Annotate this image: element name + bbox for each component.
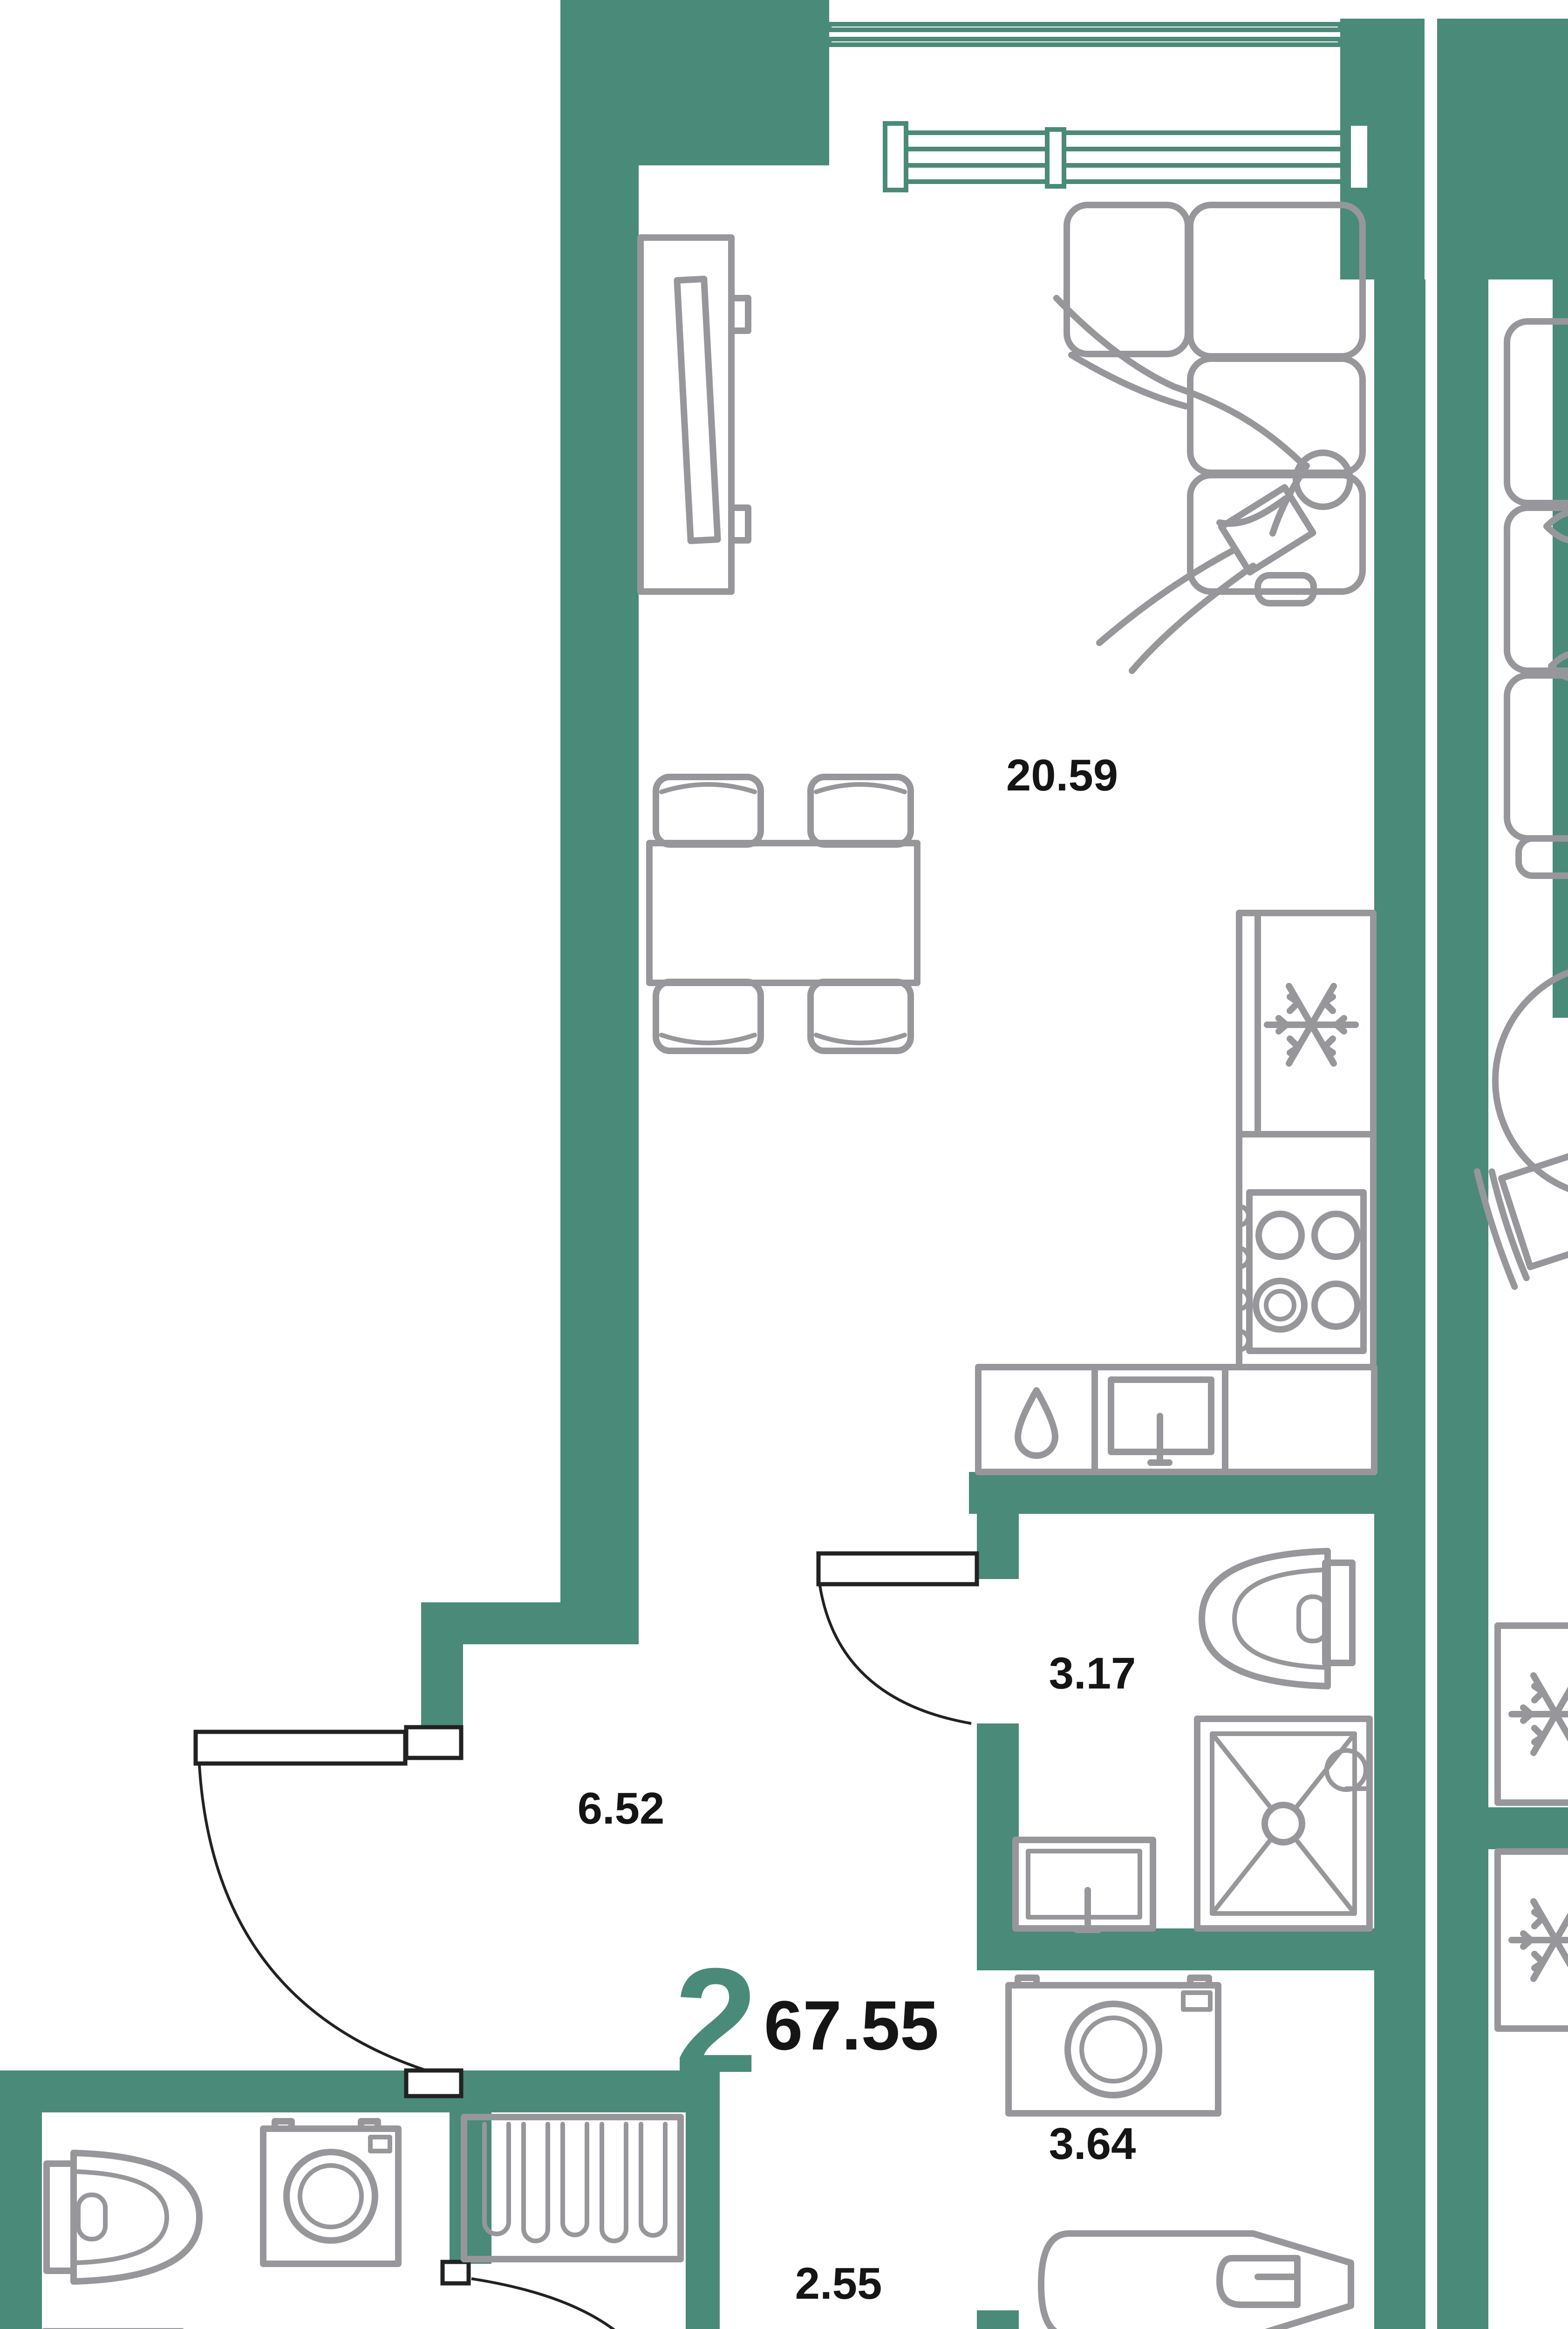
area-label-hallway: 6.52 [578,1784,665,1833]
washing-machine [1005,1975,1221,2117]
entrance-door [193,1725,464,2098]
kitchen-column [1236,910,1377,1370]
bathroom2-door [440,2260,615,2329]
wall-segments-neighbor [1437,279,1568,2329]
chair [807,979,914,1054]
shower [1194,1716,1373,1932]
dishwasher-drop-icon [1015,1387,1058,1459]
rooms-count-label: 2 [675,1937,757,2104]
tv-icon [674,275,721,545]
wall-segments-right [969,19,1568,2329]
total-area-label: 67.55 [764,1986,939,2064]
refrigerator [1236,910,1377,1137]
room-bathroom-2 [42,2118,402,2329]
washing-machine [260,2118,402,2267]
doors [193,1551,979,2329]
chair [653,774,764,848]
chair [807,774,914,848]
living-room-window [827,22,1372,192]
shower-head-icon [1324,1748,1368,1792]
book-icon [1218,484,1316,576]
bathroom-sink [1012,1837,1156,1933]
tv-console [637,234,751,595]
iron-icon [1216,2255,1301,2308]
dining-table [646,774,920,1054]
labels: 2 67.55 20.59 3.17 6.52 3.64 2.55 4.19 2… [578,750,1136,2309]
person-figure [1053,295,1353,674]
chair [653,979,764,1054]
kitchen-counter [975,1364,1377,1475]
windows [827,22,1568,1018]
toilet [43,2150,203,2285]
neighbor-refrigerator [1494,1848,1568,2032]
area-label-bathroom: 3.17 [1049,1648,1136,1698]
bathroom-door [816,1551,979,1725]
area-label-closet: 2.55 [795,2259,882,2309]
area-label-living-kitchen: 20.59 [1006,750,1118,800]
neighbor-apartment [1473,318,1568,2032]
room-living-kitchen [637,202,1377,1475]
toilet [1199,1548,1356,1689]
wall-segments-left [0,0,829,2329]
neighbor-sofa [1504,318,1568,879]
stove [1237,1189,1367,1354]
neighbor-refrigerator [1494,1622,1568,1806]
room-bathroom [1012,1548,1373,1933]
room-corridor [1005,1975,1354,2329]
neighbor-table-chair [1473,969,1568,1290]
kitchen-sink [1108,1376,1214,1466]
hall-closet [461,2114,684,2262]
corner-sofa [1064,202,1366,606]
ironing-board [1038,2230,1354,2329]
area-label-corridor: 3.64 [1049,2119,1136,2169]
neighbor-window [1553,179,1568,1018]
inter-apartment-gap [1425,19,1437,279]
